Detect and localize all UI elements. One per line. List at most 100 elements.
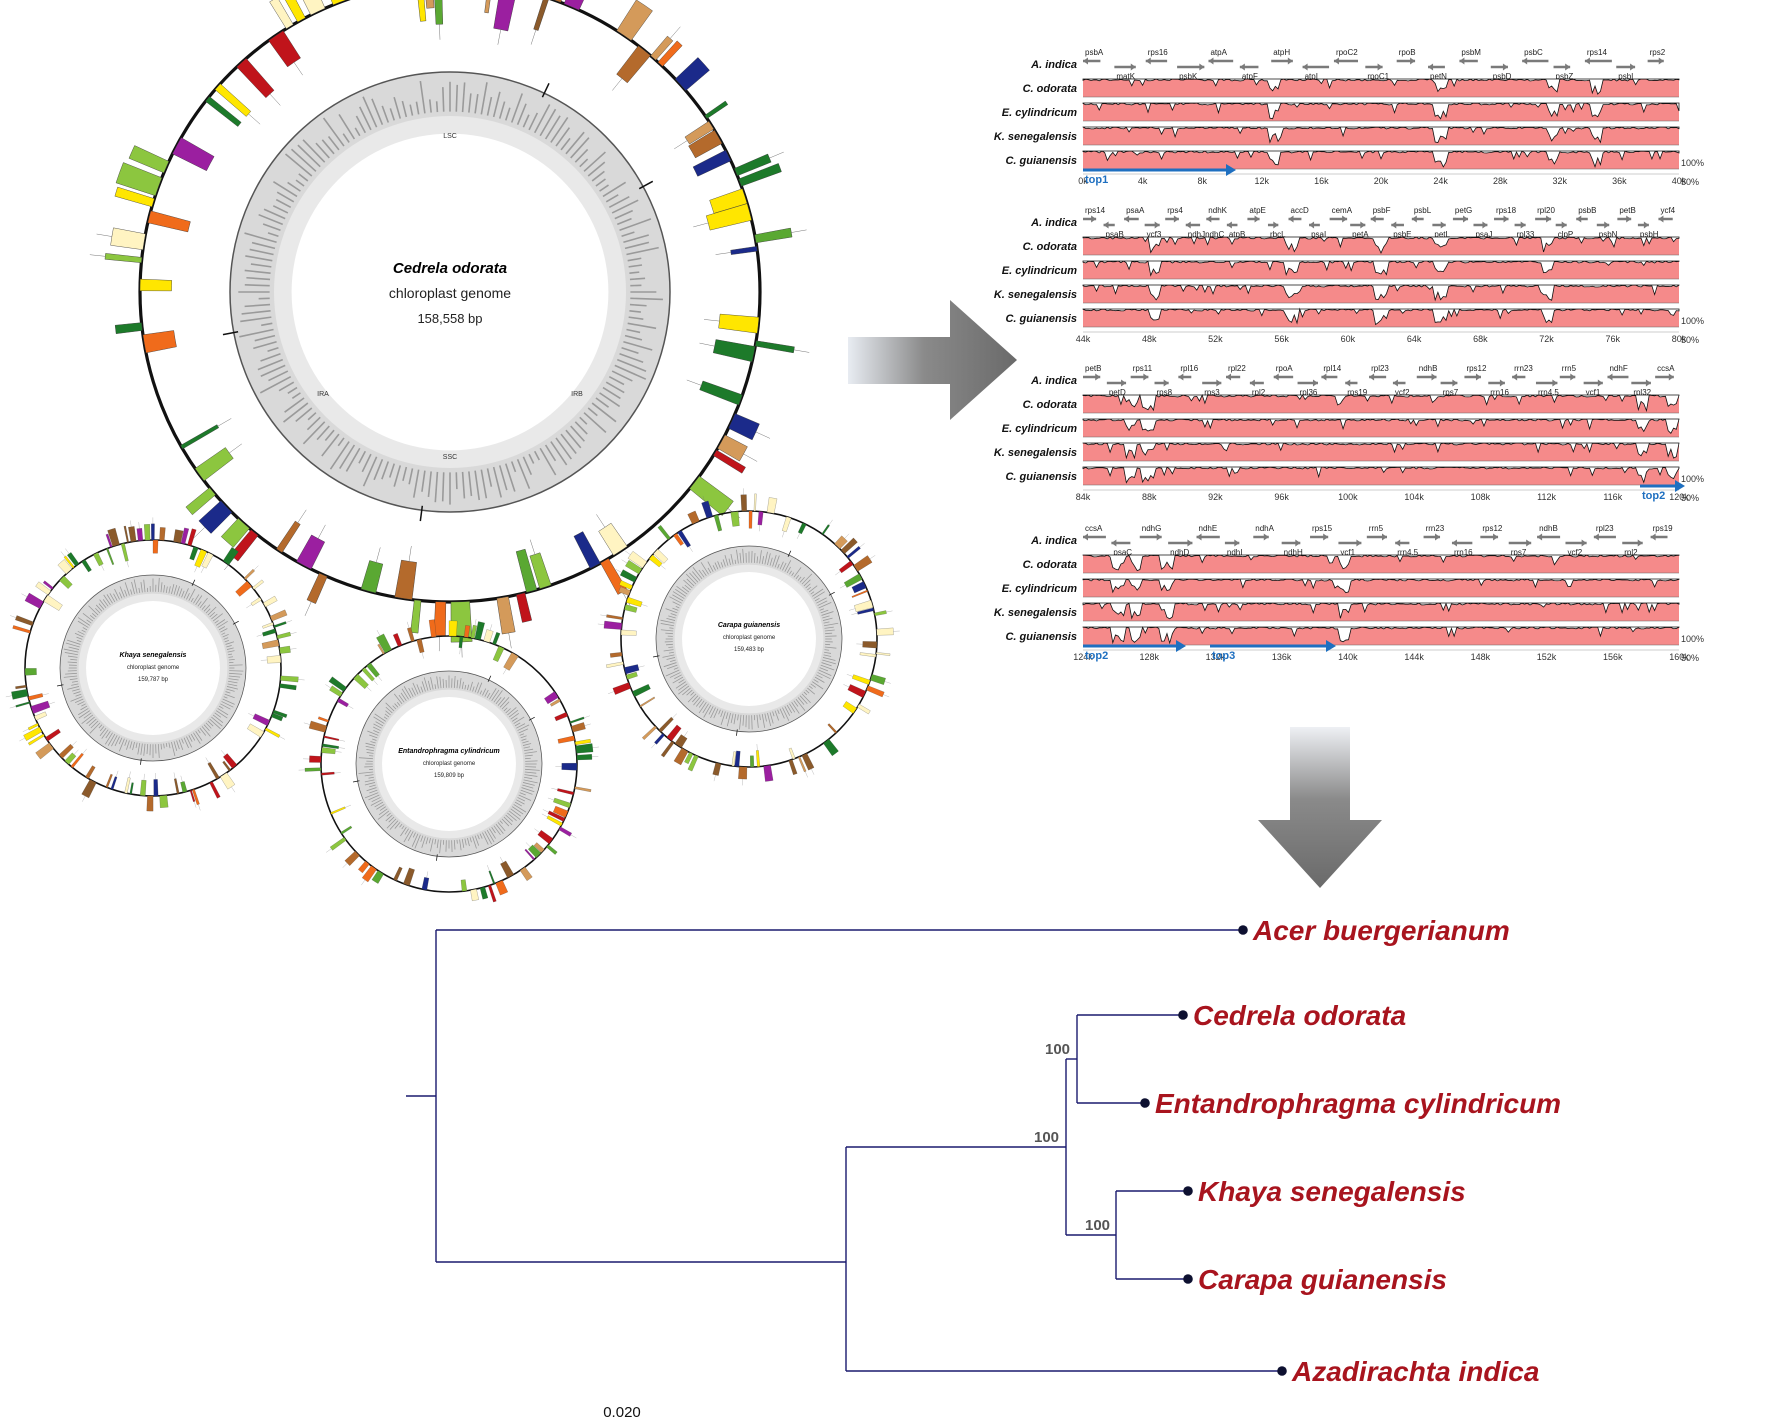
genome-map-entandrophragma-cylindricum: Entandrophragma cylindricum chloroplast …	[299, 619, 599, 902]
gene-leader-line	[378, 676, 382, 681]
gene-arrow-head	[1552, 380, 1557, 387]
gene-arrow-head	[1321, 374, 1326, 381]
axis-tick-label: 48k	[1142, 334, 1157, 344]
gene-block	[422, 877, 429, 890]
gene-leader-line	[600, 615, 606, 616]
taxon-label-acer: Acer buergerianum	[1252, 915, 1510, 946]
gene-leader-line	[206, 758, 209, 764]
gc-bar	[665, 633, 673, 634]
gene-leader-line	[616, 569, 622, 572]
gene-block	[852, 675, 870, 685]
gene-block	[755, 341, 794, 353]
tip-node-khaya	[1183, 1186, 1193, 1196]
axis-tick-label: 152k	[1537, 652, 1557, 662]
gene-arrow-head	[1186, 222, 1191, 229]
axis-tick-label: 88k	[1142, 492, 1157, 502]
species-row-label: E. cylindricum	[1002, 107, 1077, 119]
gene-block	[534, 0, 549, 31]
gene-leader-line	[704, 319, 719, 321]
gene-label: atpE	[1249, 206, 1265, 215]
gene-block	[632, 684, 650, 697]
gene-block	[44, 595, 63, 611]
gene-leader-line	[794, 350, 809, 353]
gene-leader-line	[797, 533, 800, 539]
gene-label: rps14	[1085, 206, 1106, 215]
gene-leader-line	[43, 694, 49, 696]
gene-block	[461, 880, 467, 892]
gene-leader-line	[782, 531, 784, 537]
gene-label: petG	[1455, 206, 1472, 215]
genome-subtitle-label: chloroplast genome	[127, 665, 180, 671]
gene-block	[877, 628, 894, 635]
gene-block	[15, 616, 33, 626]
gene-block	[798, 523, 806, 534]
taxon-label-azadirachta: Azadirachta indica	[1291, 1356, 1539, 1387]
gene-label: rps14	[1587, 48, 1608, 57]
gene-leader-line	[248, 114, 260, 124]
gene-leader-line	[65, 549, 69, 554]
percent-top-label: 100%	[1681, 316, 1704, 326]
gene-block	[750, 756, 754, 767]
gene-leader-line	[49, 702, 55, 704]
gene-block	[789, 760, 797, 775]
species-row-label: C. odorata	[1023, 83, 1077, 95]
gene-block	[425, 0, 435, 8]
gene-label: atpA	[1210, 48, 1227, 57]
gene-block	[45, 729, 60, 741]
gene-leader-line	[503, 669, 506, 674]
gene-block	[31, 701, 50, 714]
gene-block	[247, 724, 264, 738]
gene-label: rps4	[1167, 206, 1183, 215]
gene-block	[85, 766, 95, 779]
gene-leader-line	[585, 724, 591, 726]
gene-block	[764, 765, 774, 781]
species-row-label: C. guianensis	[1005, 155, 1077, 167]
gene-block	[140, 279, 172, 291]
axis-tick-label: 8k	[1197, 176, 1207, 186]
gene-block	[148, 211, 191, 232]
gene-arrow-head	[1174, 216, 1179, 223]
gene-block	[822, 525, 830, 535]
gene-block	[263, 596, 277, 607]
gene-block	[190, 547, 199, 561]
gene-block	[661, 741, 674, 757]
gene-block	[25, 668, 37, 675]
gene-label: rpl20	[1537, 206, 1555, 215]
gene-block	[738, 767, 747, 780]
genome-species-label: Carapa guianensis	[718, 622, 780, 629]
gene-block	[758, 511, 763, 525]
gene-leader-line	[584, 716, 590, 718]
gene-block	[111, 228, 146, 250]
axis-tick-label: 96k	[1274, 492, 1289, 502]
gene-leader-line	[194, 802, 196, 808]
gene-block	[700, 381, 743, 405]
gene-arrow-head	[1594, 534, 1599, 541]
genome-size-label: 159,787 bp	[138, 677, 169, 683]
gene-arrow-head	[1658, 216, 1663, 223]
gene-label: rps16	[1148, 48, 1169, 57]
genome-species-label: Khaya senegalensis	[120, 652, 187, 659]
arrow-down-icon	[1258, 727, 1382, 888]
gene-arrow-head	[1157, 534, 1162, 541]
gene-block	[449, 621, 457, 636]
gene-block	[767, 497, 777, 513]
gene-leader-line	[460, 648, 461, 654]
tip-node-cedrela	[1178, 1010, 1188, 1020]
gene-leader-line	[218, 418, 231, 426]
gene-leader-line	[19, 738, 25, 741]
gene-arrow-head	[1143, 374, 1148, 381]
gene-block	[624, 605, 637, 613]
gene-leader-line	[843, 684, 849, 687]
scale-bar: 0,020	[395, 1404, 850, 1417]
gene-arrow-head	[1313, 380, 1318, 387]
gene-block	[480, 887, 488, 899]
gene-leader-line	[229, 444, 242, 453]
gc-bar	[443, 472, 444, 501]
gene-arrow-head	[1526, 540, 1531, 547]
gene-block	[82, 560, 92, 573]
axis-tick-label: 116k	[1603, 492, 1622, 502]
gene-block	[839, 561, 853, 573]
gene-arrow-head	[1091, 216, 1096, 223]
gene-leader-line	[367, 687, 372, 691]
